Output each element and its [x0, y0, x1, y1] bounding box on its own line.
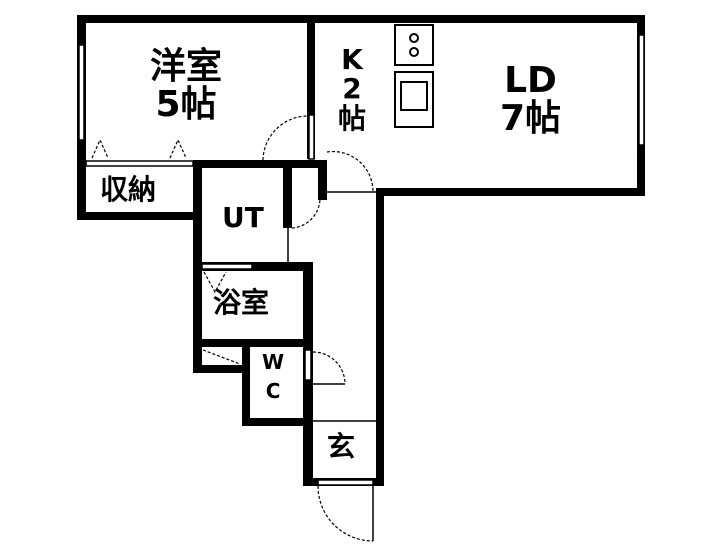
door-opening	[308, 114, 315, 160]
entrance-label: 玄	[327, 430, 356, 463]
bath-bottom-wall	[193, 339, 313, 347]
wc-left-wall	[242, 339, 250, 425]
ld-bottom-wall	[376, 188, 645, 196]
front-door-opening	[317, 479, 374, 486]
bath-rail	[201, 263, 253, 270]
storage-rail	[85, 160, 194, 167]
bath-annex-bottom	[193, 365, 250, 373]
corridor-right-wall	[376, 188, 384, 485]
western-kitchen-partition	[307, 15, 315, 159]
bath-top-wall	[193, 262, 313, 271]
room-name: K	[341, 43, 363, 76]
ld-label: LD 7帖	[500, 62, 561, 138]
burner	[409, 47, 419, 57]
storage-bottom-wall	[77, 212, 202, 220]
western-room-label: 洋室 5帖	[150, 48, 222, 124]
bathroom-label: 浴室	[213, 286, 270, 319]
utility-label: UT	[222, 201, 264, 234]
door-swings	[91, 115, 374, 542]
kitchen-post	[318, 160, 327, 200]
room-size: 2	[342, 72, 362, 106]
kitchen-fixtures	[394, 24, 434, 128]
misc-lines	[287, 191, 376, 541]
toilet-w: W	[262, 350, 285, 374]
right-window	[638, 34, 645, 146]
windows	[78, 34, 645, 486]
toilet-label: W C	[262, 352, 284, 402]
top-wall	[77, 15, 645, 23]
toilet-c: C	[265, 379, 281, 403]
room-size-unit: 帖	[338, 101, 367, 135]
storage-label: 収納	[100, 173, 157, 206]
wc-bottom-wall	[242, 418, 313, 426]
room-size: 7帖	[500, 97, 562, 139]
kitchen-label: K 2 帖	[338, 43, 367, 135]
wc-door-opening	[304, 349, 312, 381]
stove	[394, 24, 434, 66]
left-window	[78, 44, 85, 141]
burner	[409, 33, 419, 43]
western-bottom-wall	[193, 160, 323, 168]
ut-right-wall	[283, 168, 292, 228]
room-name: 洋室	[150, 46, 223, 87]
room-size: 5帖	[155, 83, 217, 125]
room-name: LD	[504, 60, 557, 101]
